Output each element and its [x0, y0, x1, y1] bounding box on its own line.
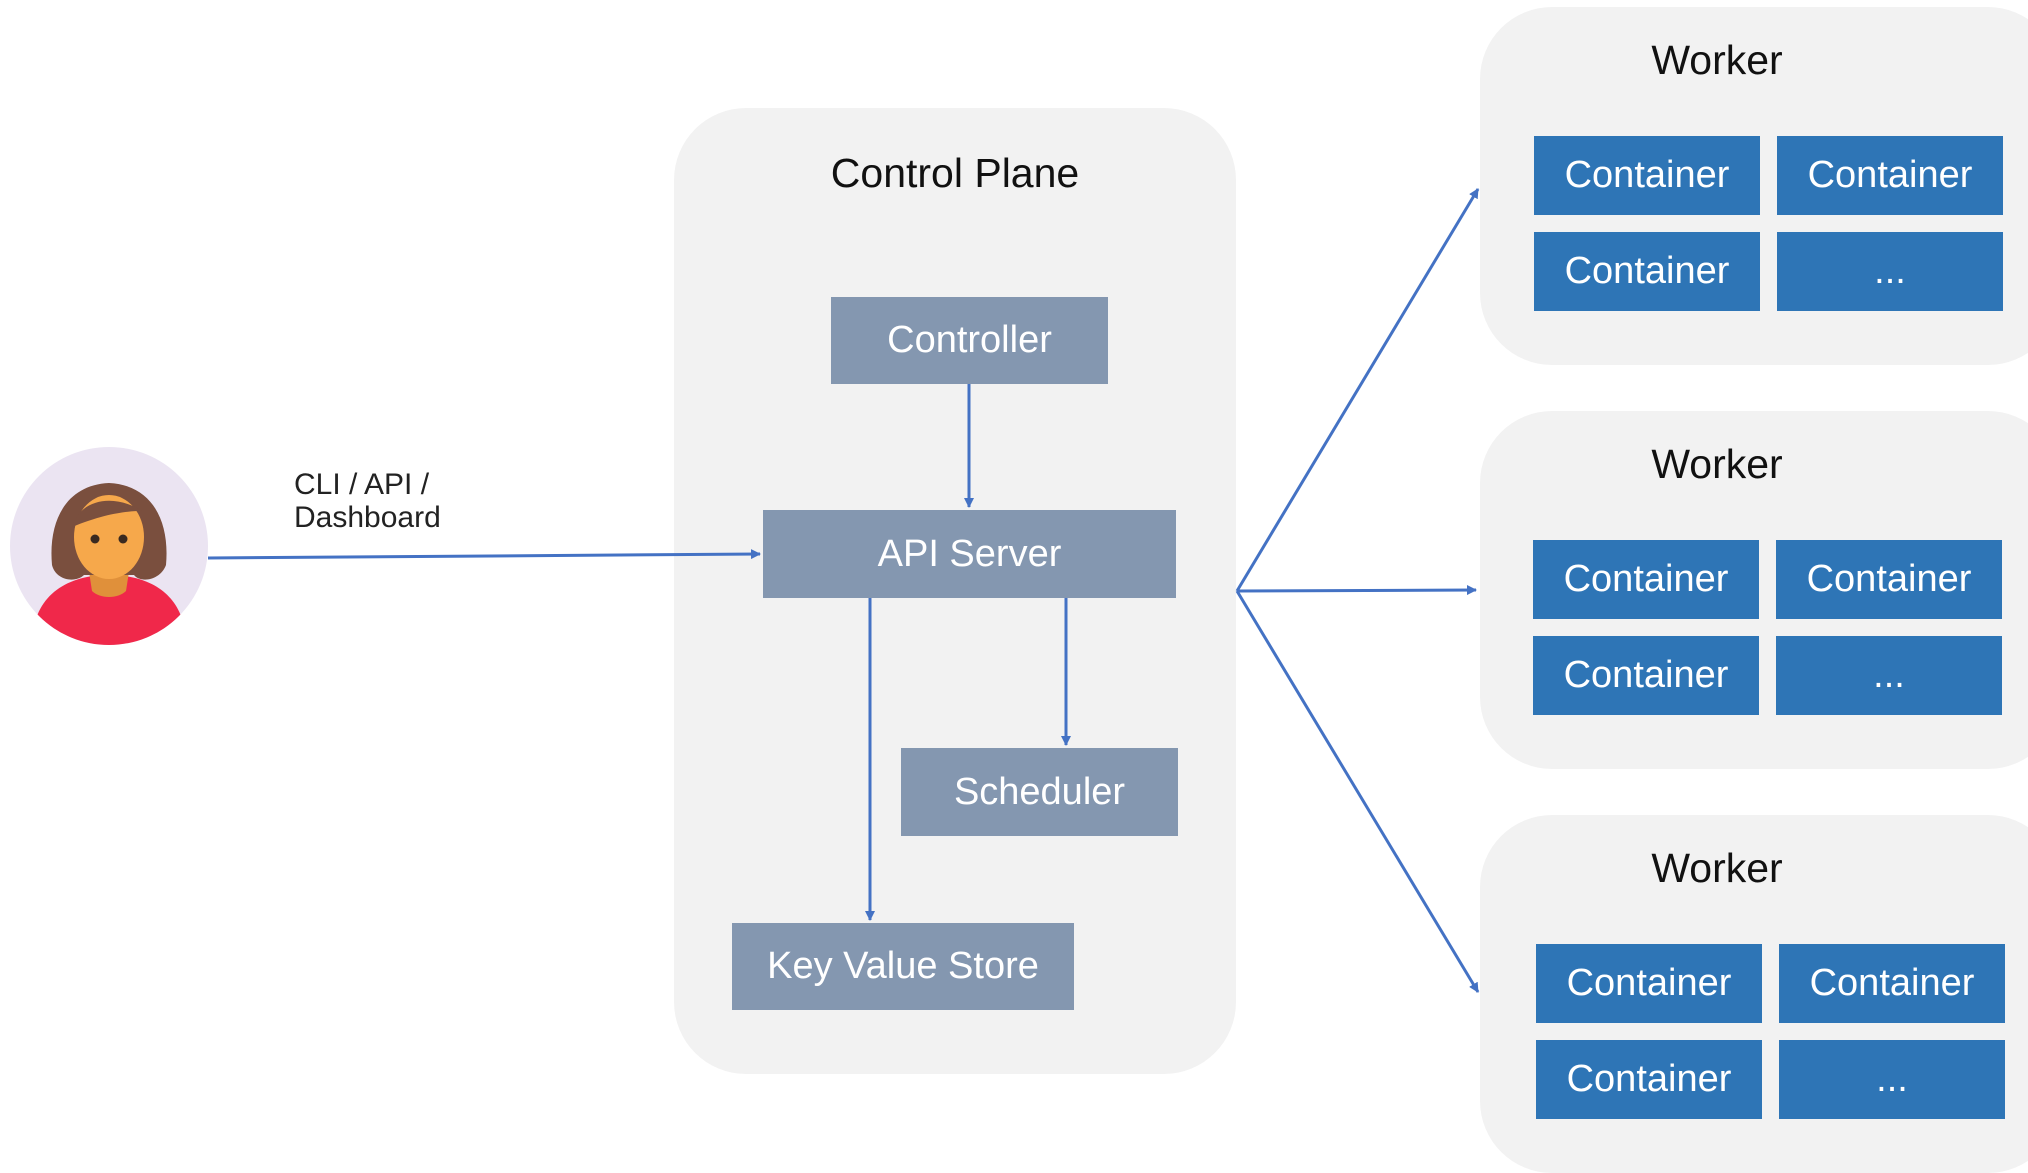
- controller-box: Controller: [831, 297, 1108, 384]
- container-box: Container: [1776, 540, 2002, 619]
- scheduler-box: Scheduler: [901, 748, 1178, 836]
- more-containers-box: ...: [1777, 232, 2003, 311]
- container-box: Container: [1777, 136, 2003, 215]
- access-methods-label: CLI / API / Dashboard: [294, 468, 441, 534]
- container-box: Container: [1533, 540, 1759, 619]
- edge-label-line1: CLI / API /: [294, 468, 430, 501]
- worker-title: Worker: [1651, 37, 1783, 83]
- control-plane-title: Control Plane: [830, 150, 1080, 196]
- worker-title: Worker: [1651, 845, 1783, 891]
- container-box: Container: [1534, 136, 1760, 215]
- more-containers-box: ...: [1779, 1040, 2005, 1119]
- worker-title: Worker: [1651, 441, 1783, 487]
- user-avatar: [10, 447, 208, 645]
- key-value-store-box: Key Value Store: [732, 923, 1074, 1010]
- edge-label-line2: Dashboard: [294, 501, 441, 534]
- user-avatar-icon: [10, 447, 208, 645]
- container-box: Container: [1536, 944, 1762, 1023]
- container-box: Container: [1534, 232, 1760, 311]
- api-server-box: API Server: [763, 510, 1176, 598]
- container-box: Container: [1533, 636, 1759, 715]
- container-box: Container: [1536, 1040, 1762, 1119]
- container-box: Container: [1779, 944, 2005, 1023]
- more-containers-box: ...: [1776, 636, 2002, 715]
